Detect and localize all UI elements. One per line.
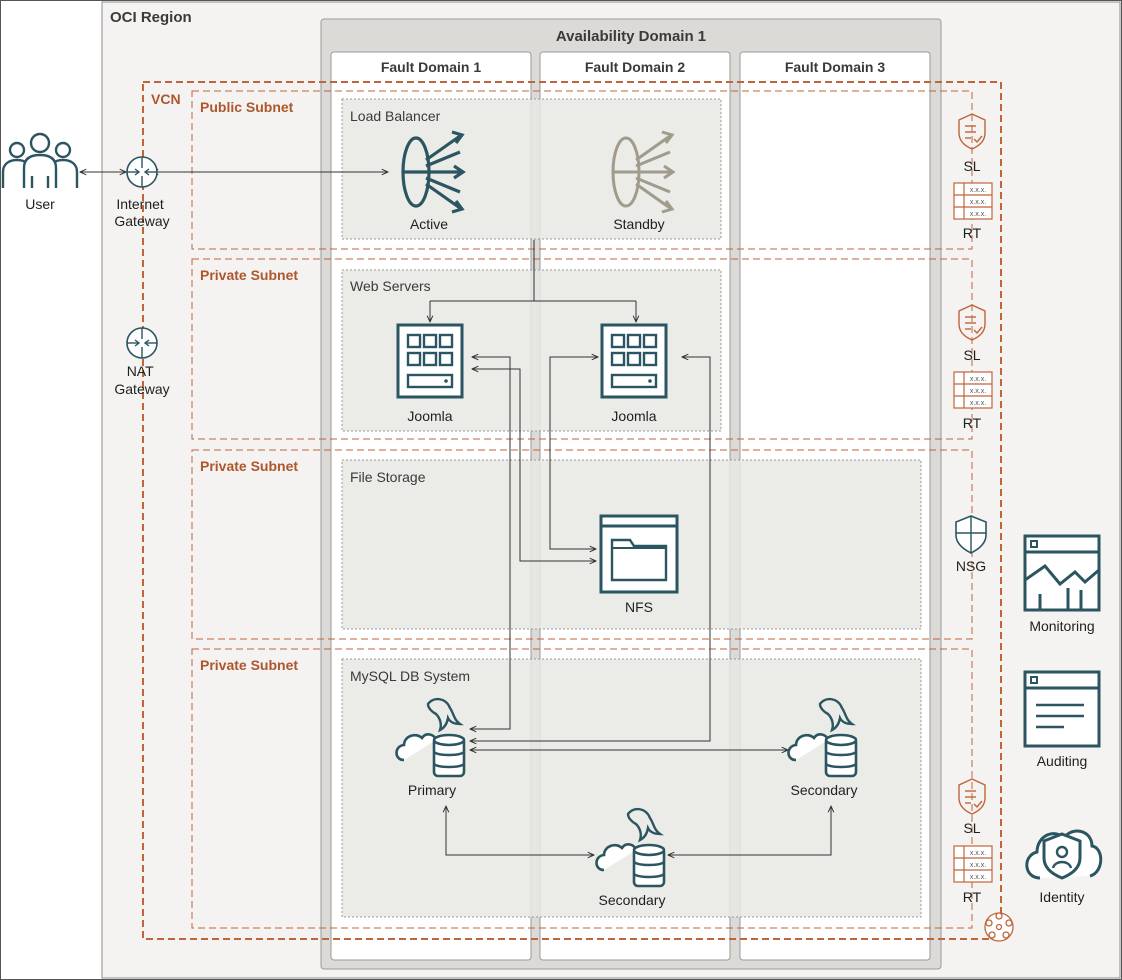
fault-domain-1-label: Fault Domain 1: [381, 59, 482, 75]
svg-text:x.x.x.: x.x.x.: [970, 211, 986, 218]
rt-3-label: RT: [963, 889, 982, 905]
connectors: [80, 172, 831, 855]
fault-domain-3-label: Fault Domain 3: [785, 59, 886, 75]
route-table-3[interactable]: x.x.x. x.x.x. x.x.x. RT: [953, 845, 993, 905]
web-servers-label: Web Servers: [350, 278, 431, 294]
db-primary-node[interactable]: Primary: [395, 697, 466, 798]
compute-instance-icon: [396, 323, 464, 399]
web2-db-link: [470, 357, 711, 741]
svg-text:x.x.x.: x.x.x.: [970, 187, 986, 194]
web-server-2-node[interactable]: Joomla: [600, 323, 668, 424]
identity-label: Identity: [1039, 889, 1084, 905]
network-security-group-icon: [955, 515, 987, 554]
nat-gateway-label: NAT Gateway: [114, 363, 169, 397]
load-balancer-standby-icon: [611, 130, 676, 214]
sl-3-label: SL: [963, 820, 980, 836]
rt-2-label: RT: [963, 415, 982, 431]
internet-gateway-icon: [126, 156, 158, 188]
availability-domain-label: Availability Domain 1: [556, 28, 706, 45]
security-list-1[interactable]: SL: [958, 113, 986, 174]
sl-2-label: SL: [963, 347, 980, 363]
nsg-node[interactable]: NSG: [955, 515, 987, 574]
load-balancer-label: Load Balancer: [350, 108, 441, 124]
nat-gateway-icon: [126, 327, 158, 359]
svg-text:x.x.x.: x.x.x.: [970, 874, 986, 881]
lb-active-node[interactable]: Active: [401, 130, 466, 232]
db-secondary-right-node[interactable]: Secondary: [787, 697, 858, 798]
svg-text:x.x.x.: x.x.x.: [970, 862, 986, 869]
identity-service[interactable]: Identity: [1025, 829, 1103, 905]
route-table-icon: x.x.x. x.x.x. x.x.x.: [953, 371, 993, 409]
fault-domain-2-label: Fault Domain 2: [585, 59, 686, 75]
monitoring-icon: [1023, 534, 1101, 612]
monitoring-label: Monitoring: [1029, 618, 1094, 634]
web-server-1-node[interactable]: Joomla: [396, 323, 464, 424]
users-icon: [1, 132, 79, 188]
internet-gateway-label: Internet Gateway: [114, 196, 169, 229]
private-subnet-db-label: Private Subnet: [200, 657, 298, 673]
private-subnet-storage-label: Private Subnet: [200, 458, 298, 474]
auditing-service[interactable]: Auditing: [1023, 670, 1101, 769]
svg-text:x.x.x.: x.x.x.: [970, 400, 986, 407]
identity-icon: [1025, 829, 1103, 880]
monitoring-service[interactable]: Monitoring: [1023, 534, 1101, 634]
vcn-label: VCN: [151, 91, 181, 107]
db-secondary-right-label: Secondary: [791, 782, 858, 798]
lb-web-link: [429, 240, 637, 321]
db-secondary-bottom-node[interactable]: Secondary: [595, 807, 666, 908]
load-balancer-box: Load Balancer: [341, 98, 722, 240]
nfs-label: NFS: [625, 599, 653, 615]
file-storage-icon: [599, 514, 679, 594]
nat-gateway-node[interactable]: NAT Gateway: [114, 327, 170, 397]
vcn: VCN: [142, 81, 1002, 940]
nfs-node[interactable]: NFS: [599, 514, 679, 615]
web-server-2-label: Joomla: [611, 408, 656, 424]
route-table-icon: x.x.x. x.x.x. x.x.x.: [953, 845, 993, 883]
primary-standby-link: [446, 806, 594, 855]
user-label: User: [25, 196, 55, 212]
svg-text:x.x.x.: x.x.x.: [970, 850, 986, 857]
svg-text:x.x.x.: x.x.x.: [970, 199, 986, 206]
route-table-icon: x.x.x. x.x.x. x.x.x.: [953, 182, 993, 220]
file-storage-label: File Storage: [350, 469, 426, 485]
private-subnet-web-label: Private Subnet: [200, 267, 298, 283]
lb-active-label: Active: [410, 216, 448, 232]
web-server-1-label: Joomla: [407, 408, 452, 424]
internet-gateway-node[interactable]: Internet Gateway: [114, 156, 170, 229]
mysql-db-label: MySQL DB System: [350, 668, 470, 684]
svg-text:x.x.x.: x.x.x.: [970, 376, 986, 383]
rt-1-label: RT: [963, 225, 982, 241]
db-secondary-bottom-label: Secondary: [599, 892, 666, 908]
auditing-label: Auditing: [1037, 753, 1088, 769]
load-balancer-active-icon: [401, 130, 466, 214]
compute-instance-icon: [600, 323, 668, 399]
sl-1-label: SL: [963, 158, 980, 174]
lb-standby-label: Standby: [613, 216, 664, 232]
security-list-3[interactable]: SL: [958, 778, 986, 836]
public-subnet-label: Public Subnet: [200, 99, 294, 115]
private-subnet-web: Private Subnet: [191, 258, 973, 440]
secondary-standby-link: [668, 806, 831, 855]
auditing-icon: [1023, 670, 1101, 748]
svg-text:x.x.x.: x.x.x.: [970, 388, 986, 395]
region-label: OCI Region: [110, 9, 192, 26]
user-node[interactable]: User: [1, 132, 79, 212]
route-table-1[interactable]: x.x.x. x.x.x. x.x.x. RT: [953, 182, 993, 241]
db-primary-label: Primary: [408, 782, 456, 798]
lb-standby-node[interactable]: Standby: [611, 130, 676, 232]
route-table-2[interactable]: x.x.x. x.x.x. x.x.x. RT: [953, 371, 993, 431]
security-list-2[interactable]: SL: [958, 304, 986, 363]
nsg-label: NSG: [956, 558, 986, 574]
vcn-icon: [984, 912, 1014, 942]
